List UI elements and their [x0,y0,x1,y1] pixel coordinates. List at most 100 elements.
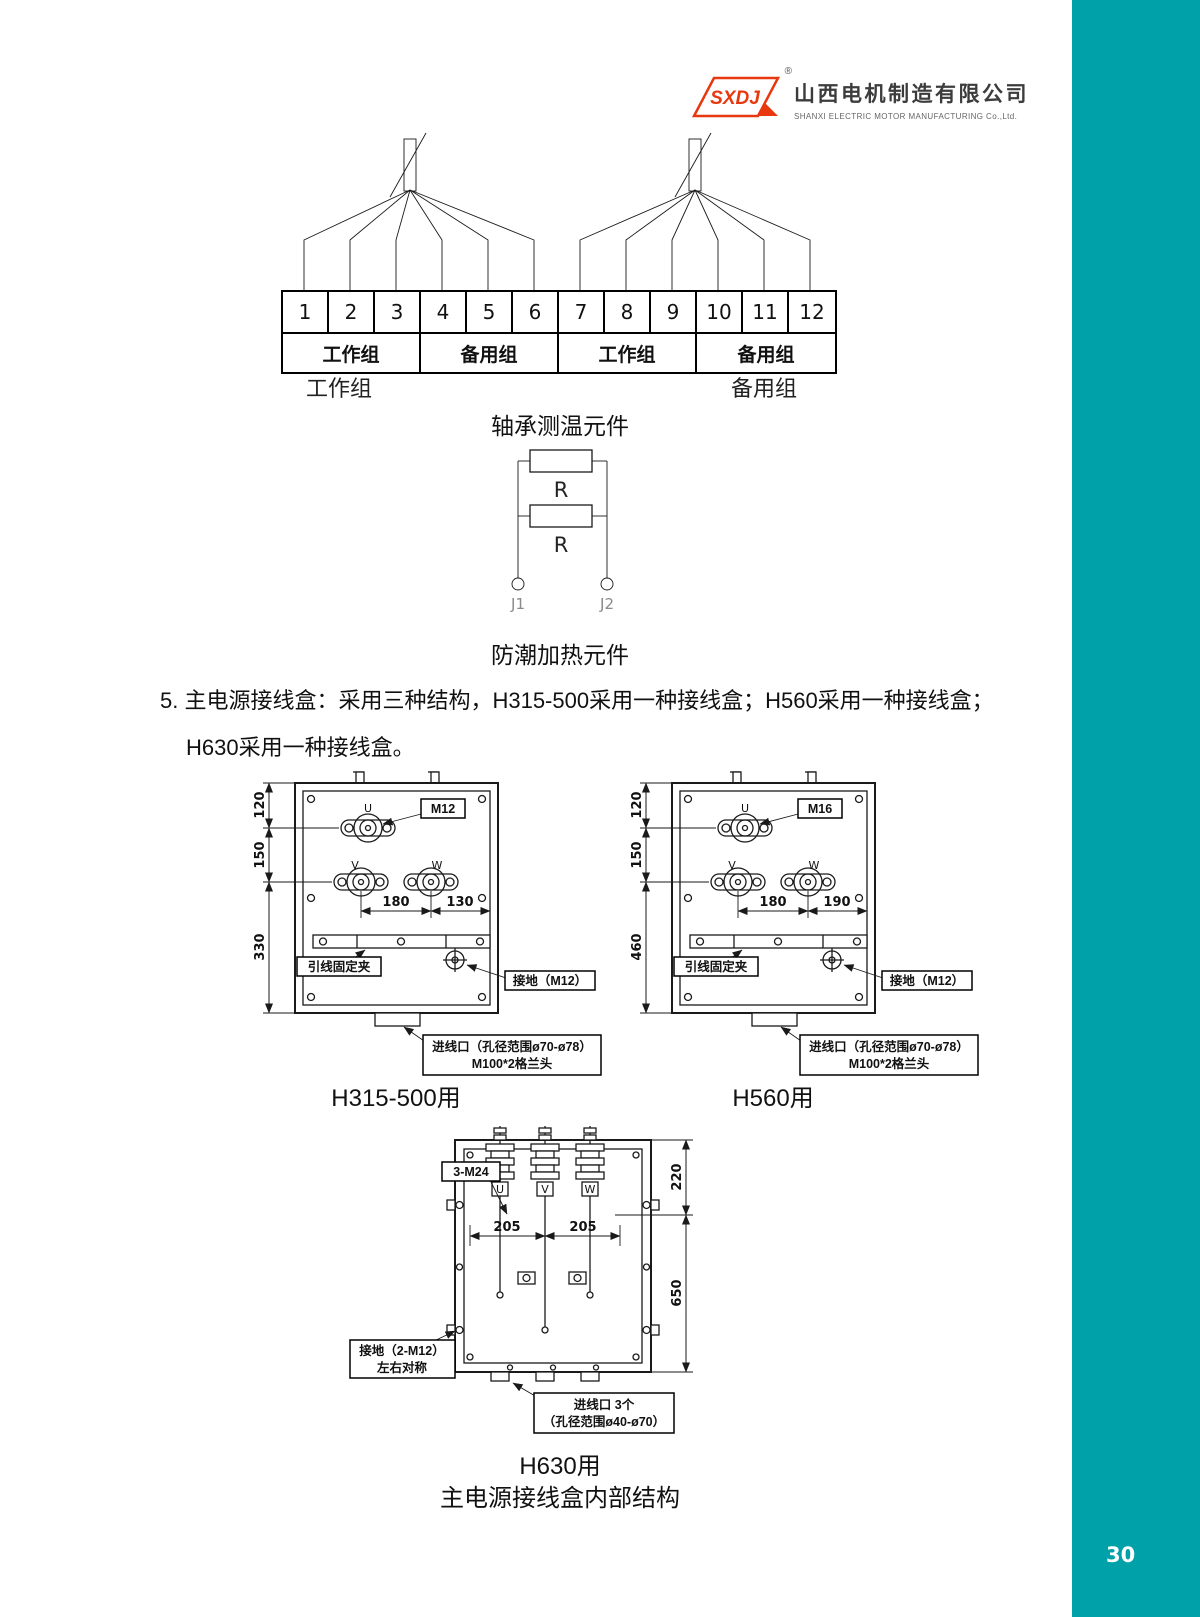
terminal-v-label: V [728,859,736,872]
terminal-cell: 6 [513,292,559,332]
clip-callout: 引线固定夹 [673,949,759,977]
cable-clamp-bar [312,934,491,949]
bushing-w [575,1126,605,1299]
terminal-cell: 10 [697,292,743,332]
group-cell: 工作组 [559,334,697,372]
terminal-v-label: V [541,1183,549,1196]
inlet-line1: 进线口 3个 [574,1397,635,1412]
dim-h2-label: 190 [823,895,850,910]
company-logo: SXDJ ® [688,66,792,128]
bolt-spec-callout: M16 [759,798,843,826]
terminal-plates [517,1271,587,1285]
terminal-cell: 1 [283,292,329,332]
horizontal-dimensions: 180 130 [360,891,491,918]
left-bundle-label: 工作组 [306,376,373,401]
right-dimensions: 220 650 [615,1139,693,1373]
group-cell: 备用组 [737,344,795,366]
junction-box-drawing-h630: U V W 3-M24 [349,1126,693,1434]
heater-diagram-caption: 防潮加热元件 [491,642,629,668]
terminal-cell: 12 [799,300,825,324]
logo-text: SXDJ [710,88,760,109]
right-cable-shaft [579,132,811,290]
h315-caption: H315-500用 [331,1085,461,1112]
h630-caption: H630用 [519,1453,601,1480]
dim-bottom-label: 460 [630,933,645,960]
terminal-u-label: U [741,802,749,815]
inlet-line2: M100*2格兰头 [849,1056,930,1071]
terminal-j1-label: J1 [510,595,525,613]
dim-top-label: 120 [630,791,645,818]
section5-line2: H630采用一种接线盒。 [186,735,415,760]
page-number: 30 [1106,1543,1136,1567]
section5-line1: 5. 主电源接线盒：采用三种结构，H315-500采用一种接线盒；H560采用一… [160,688,994,713]
heater-circuit-diagram: R R J1 J2 [510,449,614,613]
right-bundle-label: 备用组 [731,376,798,401]
ground-line1: 接地（2-M12） [359,1343,444,1358]
terminal-j2 [600,577,614,591]
junction-box-drawing-h315: U V W M12 120 150 330 180 130 [253,771,602,1076]
inlet-line2: （孔径范围ø40-ø70） [543,1414,665,1429]
company-name-cn: 山西电机制造有限公司 [794,82,1029,106]
terminal-group-row: 工作组 备用组 工作组 备用组 [283,332,835,372]
heater-wires [517,460,608,578]
terminal-j1 [511,577,525,591]
terminal-table: 1 2 3 4 5 6 7 8 9 10 11 12 工作组 备用组 工作组 备… [281,290,837,374]
brand-header: SXDJ ® 山西电机制造有限公司 SHANXI ELECTRIC MOTOR … [688,66,1029,128]
bolt-spec-label: M16 [808,802,832,816]
dim-bottom-label: 330 [253,933,268,960]
stud-spec-label: 3-M24 [453,1165,488,1179]
terminal-w-label: W [432,859,443,872]
box-outline [294,771,499,1027]
ground-callout: 接地（M12） [843,964,973,991]
left-cable-shaft [303,132,535,290]
terminal-cell: 4 [421,292,467,332]
terminal-cell: 7 [559,292,605,332]
bolt-spec-label: M12 [431,802,455,816]
terminal-bushings [710,813,836,897]
clip-label: 引线固定夹 [308,959,371,974]
terminal-cell: 8 [605,292,651,332]
terminal-number-row: 1 2 3 4 5 6 7 8 9 10 11 12 [283,292,835,332]
registered-mark: ® [784,66,792,77]
dim-650-label: 650 [670,1279,685,1306]
terminal-j2-label: J2 [599,595,614,613]
junction-box-drawing-h560: U V W M16 120 150 460 180 190 [630,771,979,1076]
logo-diamond-icon [691,76,781,118]
terminal-bushings [333,813,459,897]
resistor2-label: R [554,533,569,557]
dim-h1-label: 180 [382,895,409,910]
cable-clamp-bar [689,934,868,949]
vertical-dimensions: 120 150 460 [630,782,716,1014]
terminal-cell: 9 [651,292,697,332]
inlet-line2: M100*2格兰头 [472,1056,553,1071]
ground-callout-h630: 接地（2-M12） 左右对称 [349,1330,456,1379]
side-band: 30 [1072,0,1200,1617]
inlet-callout: 进线口（孔径范围ø70-ø78） M100*2格兰头 [780,1026,979,1076]
logo-accent-icon [758,103,778,116]
group-cell: 工作组 [283,334,421,372]
dim-mid-label: 150 [253,841,268,868]
bushing-v [530,1126,560,1334]
inlet-line1: 进线口（孔径范围ø70-ø78） [809,1039,969,1054]
clip-callout: 引线固定夹 [296,949,382,977]
width-dimensions: 205 205 [469,1220,621,1246]
heater-resistors [529,449,593,528]
company-name-en: SHANXI ELECTRIC MOTOR MANUFACTURING Co.,… [794,111,1018,121]
ground-callout: 接地（M12） [466,964,596,991]
dim-h2-label: 130 [446,895,473,910]
ground-label: 接地（M12） [513,973,587,988]
terminal-u-label: U [496,1183,504,1196]
bolt-spec-callout: M12 [382,798,466,826]
terminal-u-label: U [364,802,372,815]
bearing-wire-fanout [303,132,811,290]
box-outline [671,771,876,1027]
dim-220-label: 220 [670,1163,685,1190]
terminal-cell: 3 [375,292,421,332]
brand-text: 山西电机制造有限公司 SHANXI ELECTRIC MOTOR MANUFAC… [794,78,1029,121]
group-cell: 备用组 [421,334,559,372]
terminal-w-label: W [585,1183,596,1196]
ground-bolt [443,948,467,972]
dim-205-left-label: 205 [493,1220,520,1235]
vertical-dimensions: 120 150 330 [253,782,339,1014]
